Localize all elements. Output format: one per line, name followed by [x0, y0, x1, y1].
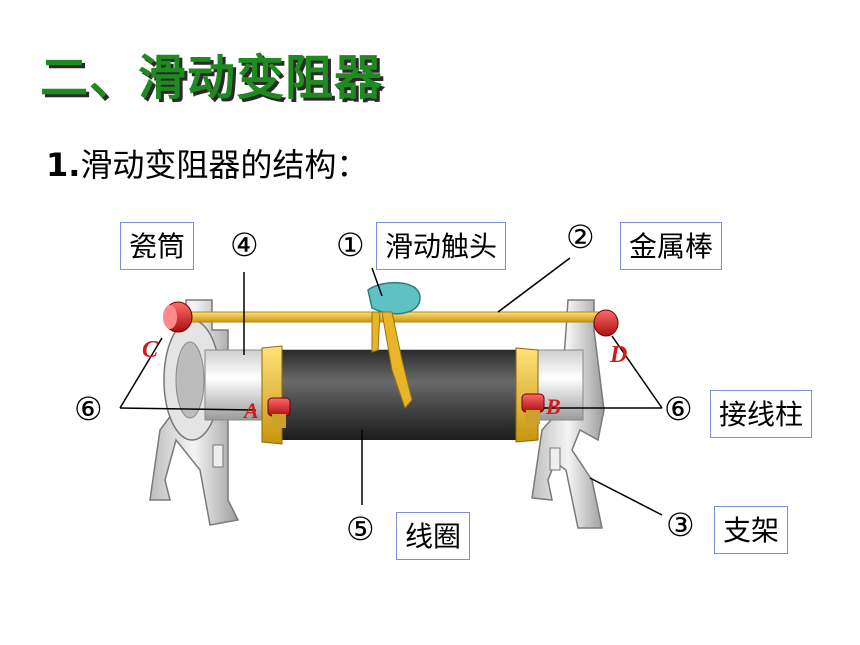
- label-slider: 滑动触头: [376, 222, 507, 270]
- label-coil: 线圈: [396, 512, 471, 560]
- terminal-d: [593, 309, 619, 337]
- section-number: 1.: [46, 146, 81, 184]
- letter-d: D: [609, 342, 627, 368]
- number-5: ⑤: [346, 510, 375, 548]
- terminal-c: [163, 301, 193, 333]
- page-title: 二、滑动变阻器: [40, 50, 384, 106]
- terminal-a: [267, 397, 291, 428]
- label-terminal: 接线柱: [710, 390, 813, 438]
- number-6-right: ⑥: [664, 390, 693, 428]
- label-metal-rod: 金属棒: [620, 222, 723, 270]
- leader-lines: [119, 257, 663, 516]
- label-ceramic-tube: 瓷筒: [120, 222, 195, 270]
- coil: [275, 350, 525, 440]
- number-1: ①: [336, 226, 365, 264]
- letter-c: C: [142, 337, 159, 363]
- letter-b: B: [545, 394, 561, 419]
- section-heading-text: 滑动变阻器的结构：: [80, 146, 369, 184]
- label-stand: 支架: [714, 506, 789, 554]
- number-6-left: ⑥: [74, 390, 103, 428]
- letter-a: A: [242, 398, 259, 423]
- number-3: ③: [666, 506, 695, 544]
- left-clamp-band: [261, 345, 283, 445]
- number-4: ④: [230, 226, 259, 264]
- number-2: ②: [566, 218, 595, 256]
- terminal-b: [521, 393, 545, 424]
- slider-contact: [367, 281, 421, 409]
- section-heading: 1.滑动变阻器的结构：: [46, 140, 368, 186]
